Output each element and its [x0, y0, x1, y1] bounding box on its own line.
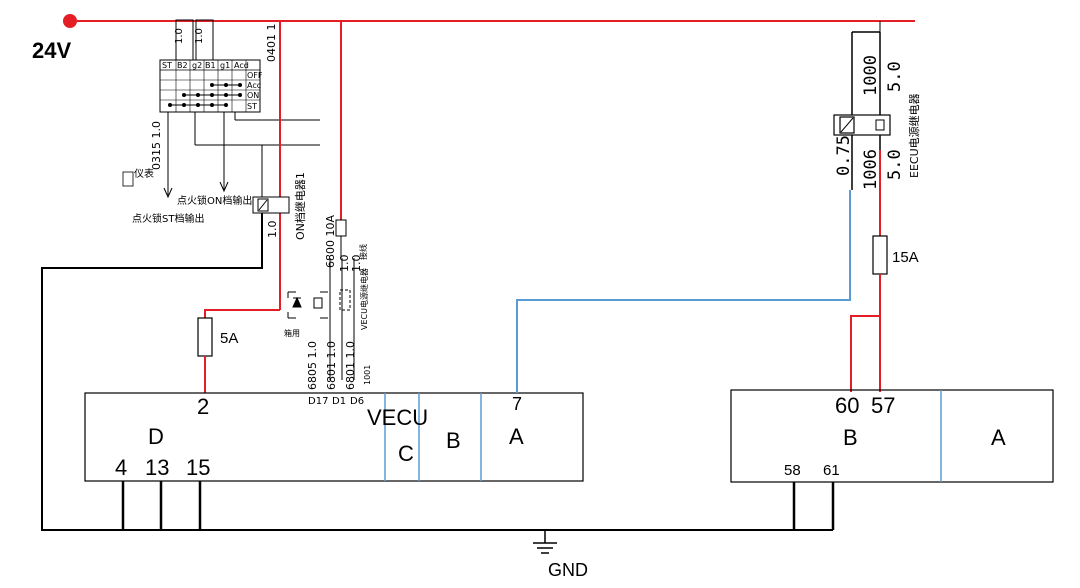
vecu-relay-label: VECU电源继电器	[359, 268, 369, 330]
vecu-relay-coil	[287, 258, 355, 380]
on-relay	[252, 196, 290, 214]
vecu-ground-pin-15: 15	[186, 455, 210, 480]
eecu-power-branch-60	[850, 315, 880, 392]
vecu-title: VECU	[367, 405, 428, 430]
eecu-section-b: B	[843, 425, 858, 450]
fuse-10a-label: 6800 10A	[324, 215, 337, 268]
fuse-5a-label: 5A	[220, 330, 238, 347]
vecu-connector-pin-d17: D17	[308, 396, 328, 407]
wire-0401-label: 0401 1	[265, 24, 278, 63]
on-relay-label: ON档继电器1	[293, 172, 307, 240]
ignition-output-st-label: 点火锁ST档输出	[132, 212, 204, 225]
eecu-relay-label: EECU电源继电器	[907, 93, 921, 178]
vecu-relay-wire-a: 1.0	[338, 255, 351, 273]
vecu-section-d: D	[148, 424, 164, 449]
vecu-section-a: A	[509, 424, 524, 449]
ignition-header-b2: B2	[177, 61, 188, 70]
eecu-pin-57: 57	[871, 393, 895, 418]
vecu-section-b: B	[446, 428, 461, 453]
eecu-relay	[833, 114, 891, 136]
wire-number-6805: 6805 1.0	[306, 341, 319, 390]
meter-label: 仪表	[134, 167, 154, 180]
wire-number-6801-b: 6801 1.0	[344, 341, 357, 390]
ignition-switch: 1.0 1.0 ST B2 g2 B1 g1 Acd OFF Acc ON ST	[159, 19, 263, 113]
eecu-section-a: A	[991, 425, 1006, 450]
fuse-5a	[197, 317, 213, 357]
ignition-top-label-2: 1.0	[194, 28, 205, 44]
ignition-pos-on: ON	[247, 91, 259, 100]
ignition-pos-st: ST	[247, 102, 257, 111]
eecu-ground-pin-58: 58	[784, 462, 801, 479]
fuse-15a	[872, 235, 888, 275]
eecu-box	[730, 389, 1054, 483]
ignition-header-g1: g1	[220, 61, 230, 70]
eecu-pin-60: 60	[835, 393, 859, 418]
vecu-ground-wires	[121, 481, 202, 530]
ignition-header-acd: Acd	[234, 61, 249, 70]
ignition-wire-label-left: 0315 1.0	[150, 121, 163, 170]
vecu-box	[84, 392, 584, 482]
supply-terminal-dot	[63, 14, 77, 28]
vecu-connector-pin-d1: D1	[332, 396, 346, 407]
vecu-pin-7: 7	[512, 394, 522, 414]
eecu-wire-0-75: 0.75	[834, 135, 854, 176]
wire-number-6801-a: 6801 1.0	[325, 341, 338, 390]
ignition-header-b1: B1	[205, 61, 216, 70]
ignition-output-wires	[163, 112, 320, 200]
vecu-pin-2: 2	[197, 394, 209, 419]
vecu-relay-note: 箱用	[284, 328, 300, 338]
vecu-relay-wire-b: 1.0	[350, 255, 363, 273]
on-relay-wire-label: 1.0	[266, 221, 279, 239]
vecu-ground-pin-4: 4	[115, 455, 127, 480]
meter-icon	[122, 171, 134, 187]
relay-ground-wire	[41, 213, 545, 531]
ignition-header-g2: g2	[192, 61, 202, 70]
wire-to-5a-fuse	[204, 309, 280, 318]
eecu-wire-1000: 1000	[861, 55, 881, 96]
vecu-connector-pin-d6: D6	[350, 396, 364, 407]
ignition-output-on-label: 点火锁ON档输出	[177, 194, 252, 207]
ignition-top-label-1: 1.0	[174, 28, 185, 44]
eecu-wire-1006: 1006	[861, 149, 881, 190]
eecu-wire-5-0-bottom: 5.0	[885, 149, 905, 180]
ignition-header-st: ST	[162, 61, 172, 70]
signal-wire-vecu-eecu	[516, 190, 851, 393]
ignition-pos-off: OFF	[247, 71, 263, 80]
supply-voltage-label: 24V	[32, 38, 71, 63]
vecu-relay-side-label: 接线	[358, 244, 368, 260]
eecu-ground-wires	[792, 482, 835, 530]
ground-symbol-icon	[533, 530, 557, 554]
eecu-wire-5-0-top: 5.0	[885, 61, 905, 92]
vecu-section-c: C	[398, 441, 414, 466]
ignition-pos-acc: Acc	[247, 81, 261, 90]
vecu-ground-pin-13: 13	[145, 455, 169, 480]
wire-number-1001: 1001	[363, 365, 372, 385]
fuse-15a-label: 15A	[892, 249, 919, 266]
fuse-10a	[335, 219, 347, 237]
ground-label: GND	[548, 560, 588, 580]
eecu-ground-pin-61: 61	[823, 462, 840, 479]
